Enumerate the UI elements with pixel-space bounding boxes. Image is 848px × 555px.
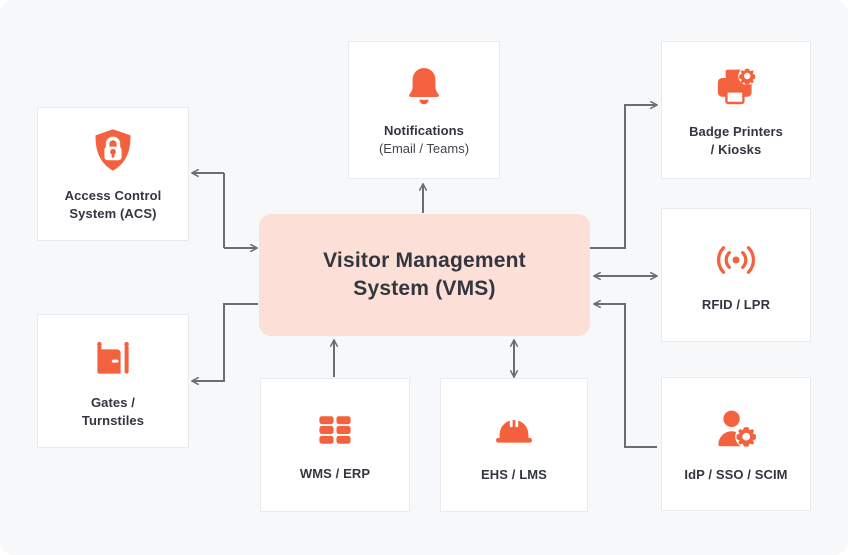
hard-hat-icon: [491, 407, 537, 453]
grid-modules-icon: [313, 408, 357, 452]
node-vms-label: Visitor Management System (VMS): [323, 248, 526, 300]
printer-gear-icon: [712, 62, 760, 110]
node-acs-label: Access Control System (ACS): [64, 188, 162, 221]
bell-icon: [401, 63, 447, 109]
node-acs[interactable]: Access Control System (ACS): [37, 107, 189, 241]
node-wms-erp-label: WMS / ERP: [299, 465, 371, 481]
node-ehs-lms-label: EHS / LMS: [481, 466, 547, 482]
gate-turnstile-icon: [89, 333, 137, 381]
node-idp-sso-scim[interactable]: IdP / SSO / SCIM: [661, 377, 811, 511]
connector-idp-vms: [593, 299, 657, 448]
connector-vms-badge-printers: [590, 100, 658, 249]
node-ehs-lms[interactable]: EHS / LMS: [440, 378, 588, 512]
node-rfid-lpr[interactable]: RFID / LPR: [661, 208, 811, 342]
user-gear-icon: [712, 405, 760, 453]
node-notifications-sublabel: (Email / Teams): [378, 141, 470, 156]
connector-vms-gates: [191, 303, 258, 386]
rfid-signal-icon: [713, 237, 759, 283]
node-notifications-label: Notifications: [383, 122, 465, 138]
node-gates-label: Gates / Turnstiles: [81, 395, 145, 428]
shield-lock-icon: [89, 126, 137, 174]
node-badge-printers-label: Badge Printers / Kiosks: [689, 124, 783, 157]
node-gates[interactable]: Gates / Turnstiles: [37, 314, 189, 448]
node-vms[interactable]: Visitor Management System (VMS): [259, 214, 590, 336]
node-rfid-lpr-label: RFID / LPR: [701, 296, 771, 312]
node-idp-sso-scim-label: IdP / SSO / SCIM: [684, 466, 788, 482]
node-notifications[interactable]: Notifications (Email / Teams): [348, 41, 500, 179]
node-wms-erp[interactable]: WMS / ERP: [260, 378, 410, 512]
node-badge-printers[interactable]: Badge Printers / Kiosks: [661, 41, 811, 179]
